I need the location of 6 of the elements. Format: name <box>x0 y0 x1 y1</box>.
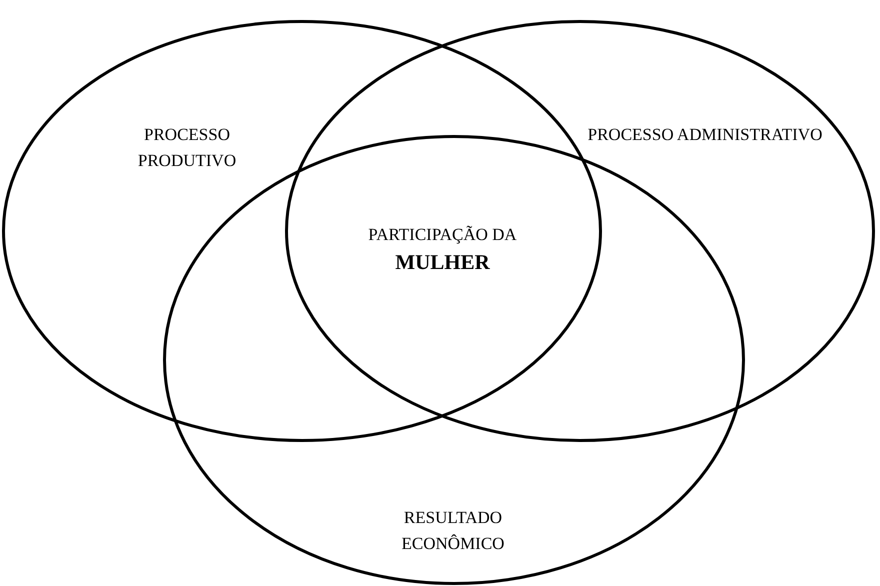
center-label: PARTICIPAÇÃO DA <box>368 224 517 246</box>
set-label: PROCESSO ADMINISTRATIVO <box>586 124 824 146</box>
set-label: RESULTADO ECONÔMICO <box>400 507 506 555</box>
center-label: MULHER <box>395 249 490 276</box>
venn-ellipse <box>285 20 875 442</box>
set-label: PROCESSO PRODUTIVO <box>136 124 238 172</box>
